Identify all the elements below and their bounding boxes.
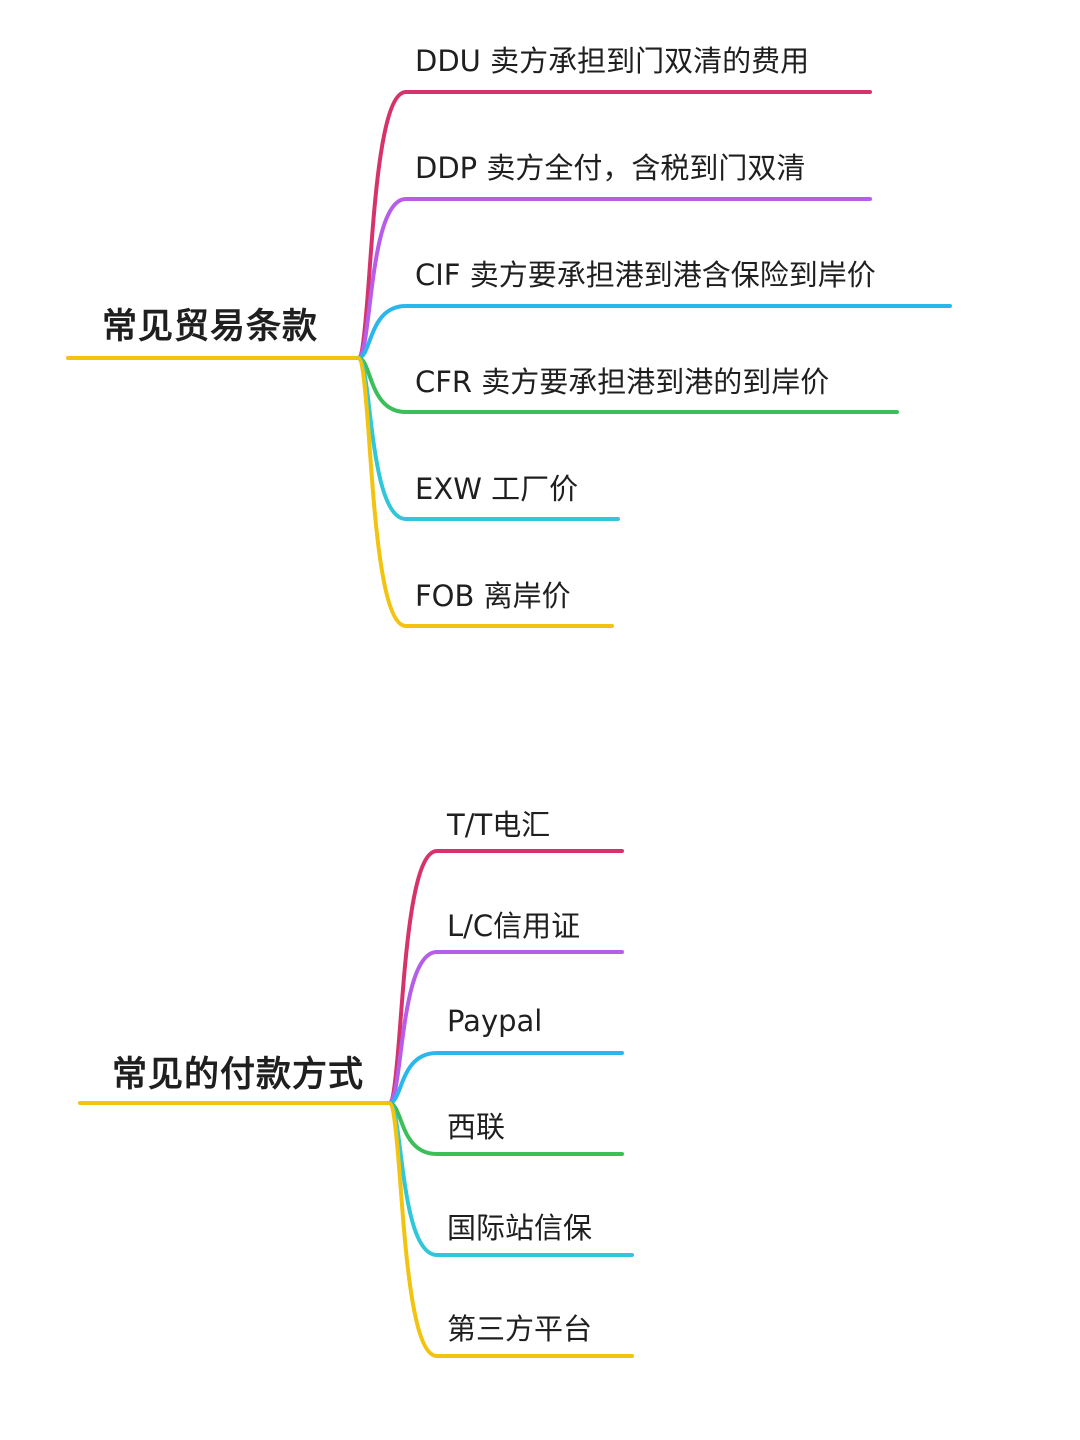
root-node-trade-terms: 常见贸易条款 (102, 307, 319, 347)
branch-connector-6 (387, 1101, 634, 1358)
branch-node-western-union: 西联 (447, 1110, 506, 1144)
branch-node-third-party-platform: 第三方平台 (447, 1312, 593, 1346)
branch-connector-3 (387, 1051, 624, 1105)
branch-node-ddu: DDU 卖方承担到门双清的费用 (415, 44, 810, 78)
branch-node-lc: L/C信用证 (447, 909, 581, 943)
root-node-payment-methods: 常见的付款方式 (112, 1055, 365, 1095)
branch-connector-6 (356, 356, 614, 628)
branch-node-ddp: DDP 卖方全付，含税到门双清 (415, 151, 806, 185)
mind-map-1-connectors (66, 90, 952, 628)
branch-connector-2 (356, 197, 872, 360)
branch-connector-1 (356, 90, 872, 360)
branch-connector-1 (387, 849, 624, 1105)
branch-node-exw: EXW 工厂价 (415, 472, 579, 506)
branch-node-fob: FOB 离岸价 (415, 579, 571, 613)
branch-connector-3 (356, 304, 952, 360)
branch-node-paypal: Paypal (447, 1004, 543, 1038)
branch-connector-2 (387, 950, 624, 1105)
mind-map-2-connectors (78, 849, 634, 1358)
branch-node-cif: CIF 卖方要承担港到港含保险到岸价 (415, 258, 876, 292)
branch-connector-4 (387, 1101, 624, 1156)
branch-node-tt: T/T电汇 (447, 808, 551, 842)
branch-node-alibaba-trade-assurance: 国际站信保 (447, 1211, 593, 1245)
branch-node-cfr: CFR 卖方要承担港到港的到岸价 (415, 365, 830, 399)
